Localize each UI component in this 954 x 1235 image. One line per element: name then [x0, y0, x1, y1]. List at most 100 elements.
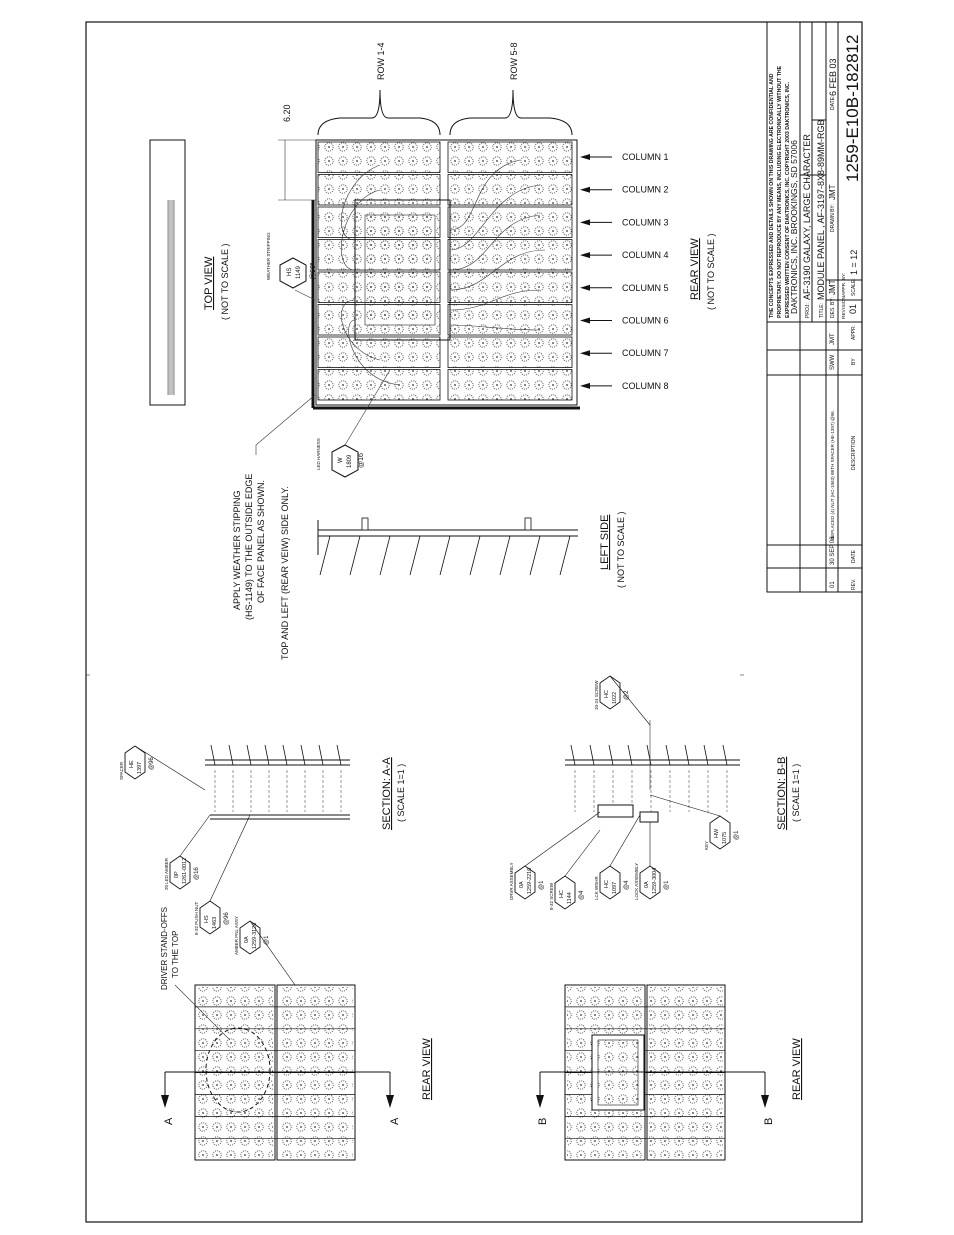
left-side-tick	[349, 535, 361, 576]
callout-quantity: @4	[624, 880, 630, 890]
scale-label: SCALE:	[851, 278, 857, 296]
callout-caption: 20 LED AMBER	[164, 857, 169, 890]
svg-text:@16: @16	[358, 453, 365, 468]
callout-caption: KEY	[704, 841, 709, 850]
led-module	[317, 336, 441, 368]
callout-code: HC	[604, 880, 610, 888]
callout-code: HC	[559, 890, 565, 898]
callout-code: HS	[204, 915, 210, 923]
callout-leader	[209, 814, 251, 902]
section-tick	[282, 744, 288, 766]
hs-1149-bubble: WEATHER STRIPPING HS 1149 @50"	[266, 232, 317, 301]
callout-quantity: @4	[579, 890, 585, 900]
column-label: COLUMN 1	[622, 152, 669, 162]
designed-by: JMT	[828, 279, 837, 295]
callout-leader	[609, 814, 641, 867]
column-label: COLUMN 7	[622, 348, 669, 358]
callout-quantity: @1	[539, 880, 545, 890]
callout-caption: AMBER PNL ASSY	[234, 916, 239, 955]
left-side-tick	[409, 535, 421, 576]
section-bb: SECTION: B-B ( SCALE 1=1 )	[565, 720, 801, 830]
rear-view-a: A A REAR VIEW DRIVER STAND-OFFS TO THE T…	[160, 907, 433, 1161]
rev-row-date: 30 SEP 03	[830, 536, 836, 565]
callout-quantity: @16	[194, 867, 200, 880]
callout-caption: DRVR ASSEMBLY	[509, 862, 514, 900]
section-bb-scale: ( SCALE 1=1 )	[791, 764, 801, 822]
left-side-tick	[499, 535, 511, 576]
led-module	[447, 304, 573, 336]
callout-number: 1075	[722, 832, 728, 844]
section-tick	[665, 744, 671, 766]
led-module	[317, 369, 441, 401]
column-arrowhead	[580, 219, 590, 226]
rear-view-title: REAR VIEW	[689, 238, 701, 300]
left-side-tick	[439, 535, 451, 576]
column-arrowhead	[580, 382, 590, 389]
column-arrowhead	[580, 252, 590, 259]
section-tick	[684, 744, 690, 766]
column-label: COLUMN 3	[622, 217, 669, 227]
section-tick	[570, 744, 576, 766]
section-tick	[627, 744, 633, 766]
left-side-tick	[379, 535, 391, 576]
section-aa: SECTION: A-A ( SCALE 1=1 )	[205, 744, 406, 830]
drawing-date: 6 FEB 03	[828, 58, 838, 96]
callout-leader	[524, 811, 601, 867]
row-5-8-label: ROW 5-8	[509, 42, 519, 80]
led-module	[447, 239, 573, 271]
drawing-number: 1259-E10B-182812	[843, 35, 862, 182]
des-label: DES. BY:	[830, 297, 836, 318]
row-1-4-label: ROW 1-4	[376, 42, 386, 80]
column-arrowhead	[580, 284, 590, 291]
callout-leader	[609, 675, 651, 726]
left-side-scale: ( NOT TO SCALE )	[616, 511, 626, 588]
rev-header-appr: APPR.	[851, 325, 857, 340]
rev-row-rev: 01	[830, 581, 836, 588]
notice-line-2: PROPRIETARY. DO NOT REPRODUCE BY ANY MEA…	[777, 65, 783, 318]
driver-note-2: TO THE TOP	[171, 931, 180, 978]
callout-code: HC	[604, 690, 610, 698]
sheet-border	[85, 21, 863, 1223]
callout-number: 1261-0012	[182, 858, 188, 884]
drawing-scale: 1 = 12	[849, 250, 859, 275]
svg-text:1809: 1809	[347, 454, 353, 468]
column-label: COLUMN 8	[622, 381, 669, 391]
section-tick	[646, 744, 652, 766]
left-side-title: LEFT SIDE	[599, 515, 611, 570]
top-view-title: TOP VIEW	[203, 256, 215, 310]
section-tick	[608, 744, 614, 766]
callout-caption: LCK WSHR	[594, 875, 599, 900]
rev-row-by: SWW	[830, 354, 836, 370]
callout-quantity: @2	[624, 690, 630, 700]
revision-label: REVISION	[841, 296, 847, 319]
callout-leader	[249, 920, 296, 986]
callout-caption: LOCK ASSEMBLY	[634, 863, 639, 900]
column-arrowhead	[580, 317, 590, 324]
svg-text:W: W	[338, 457, 344, 463]
drawing-title: MODULE PANEL , AF-3197-8X8-89MM-RGB	[816, 119, 826, 300]
column-label: COLUMN 5	[622, 283, 669, 293]
title-block: THE CONCEPTS EXPRESSED AND DETAILS SHOWN…	[766, 21, 863, 593]
dim-6-20: 6.20	[282, 104, 292, 122]
svg-text:(HS-1149) TO THE OUTSIDE EDGE: (HS-1149) TO THE OUTSIDE EDGE	[244, 474, 254, 620]
weather-note: APPLY WEATHER STIPPING (HS-1149) TO THE …	[232, 394, 316, 660]
section-tick	[246, 744, 252, 766]
callout-quantity: @1	[734, 830, 740, 840]
w-1809-bubble: LED HARNESS W 1809 @16	[316, 369, 391, 478]
svg-text:APPLY WEATHER STIPPING: APPLY WEATHER STIPPING	[232, 490, 242, 610]
section-tick	[589, 744, 595, 766]
section-tick	[336, 744, 342, 766]
led-module	[447, 271, 573, 303]
callout-number: 1259-2210	[527, 868, 533, 894]
svg-text:1149: 1149	[296, 265, 302, 279]
callout-number: 1397	[137, 762, 143, 774]
callout-quantity: @1	[264, 935, 270, 945]
callout-caption: SPACER	[119, 761, 124, 780]
